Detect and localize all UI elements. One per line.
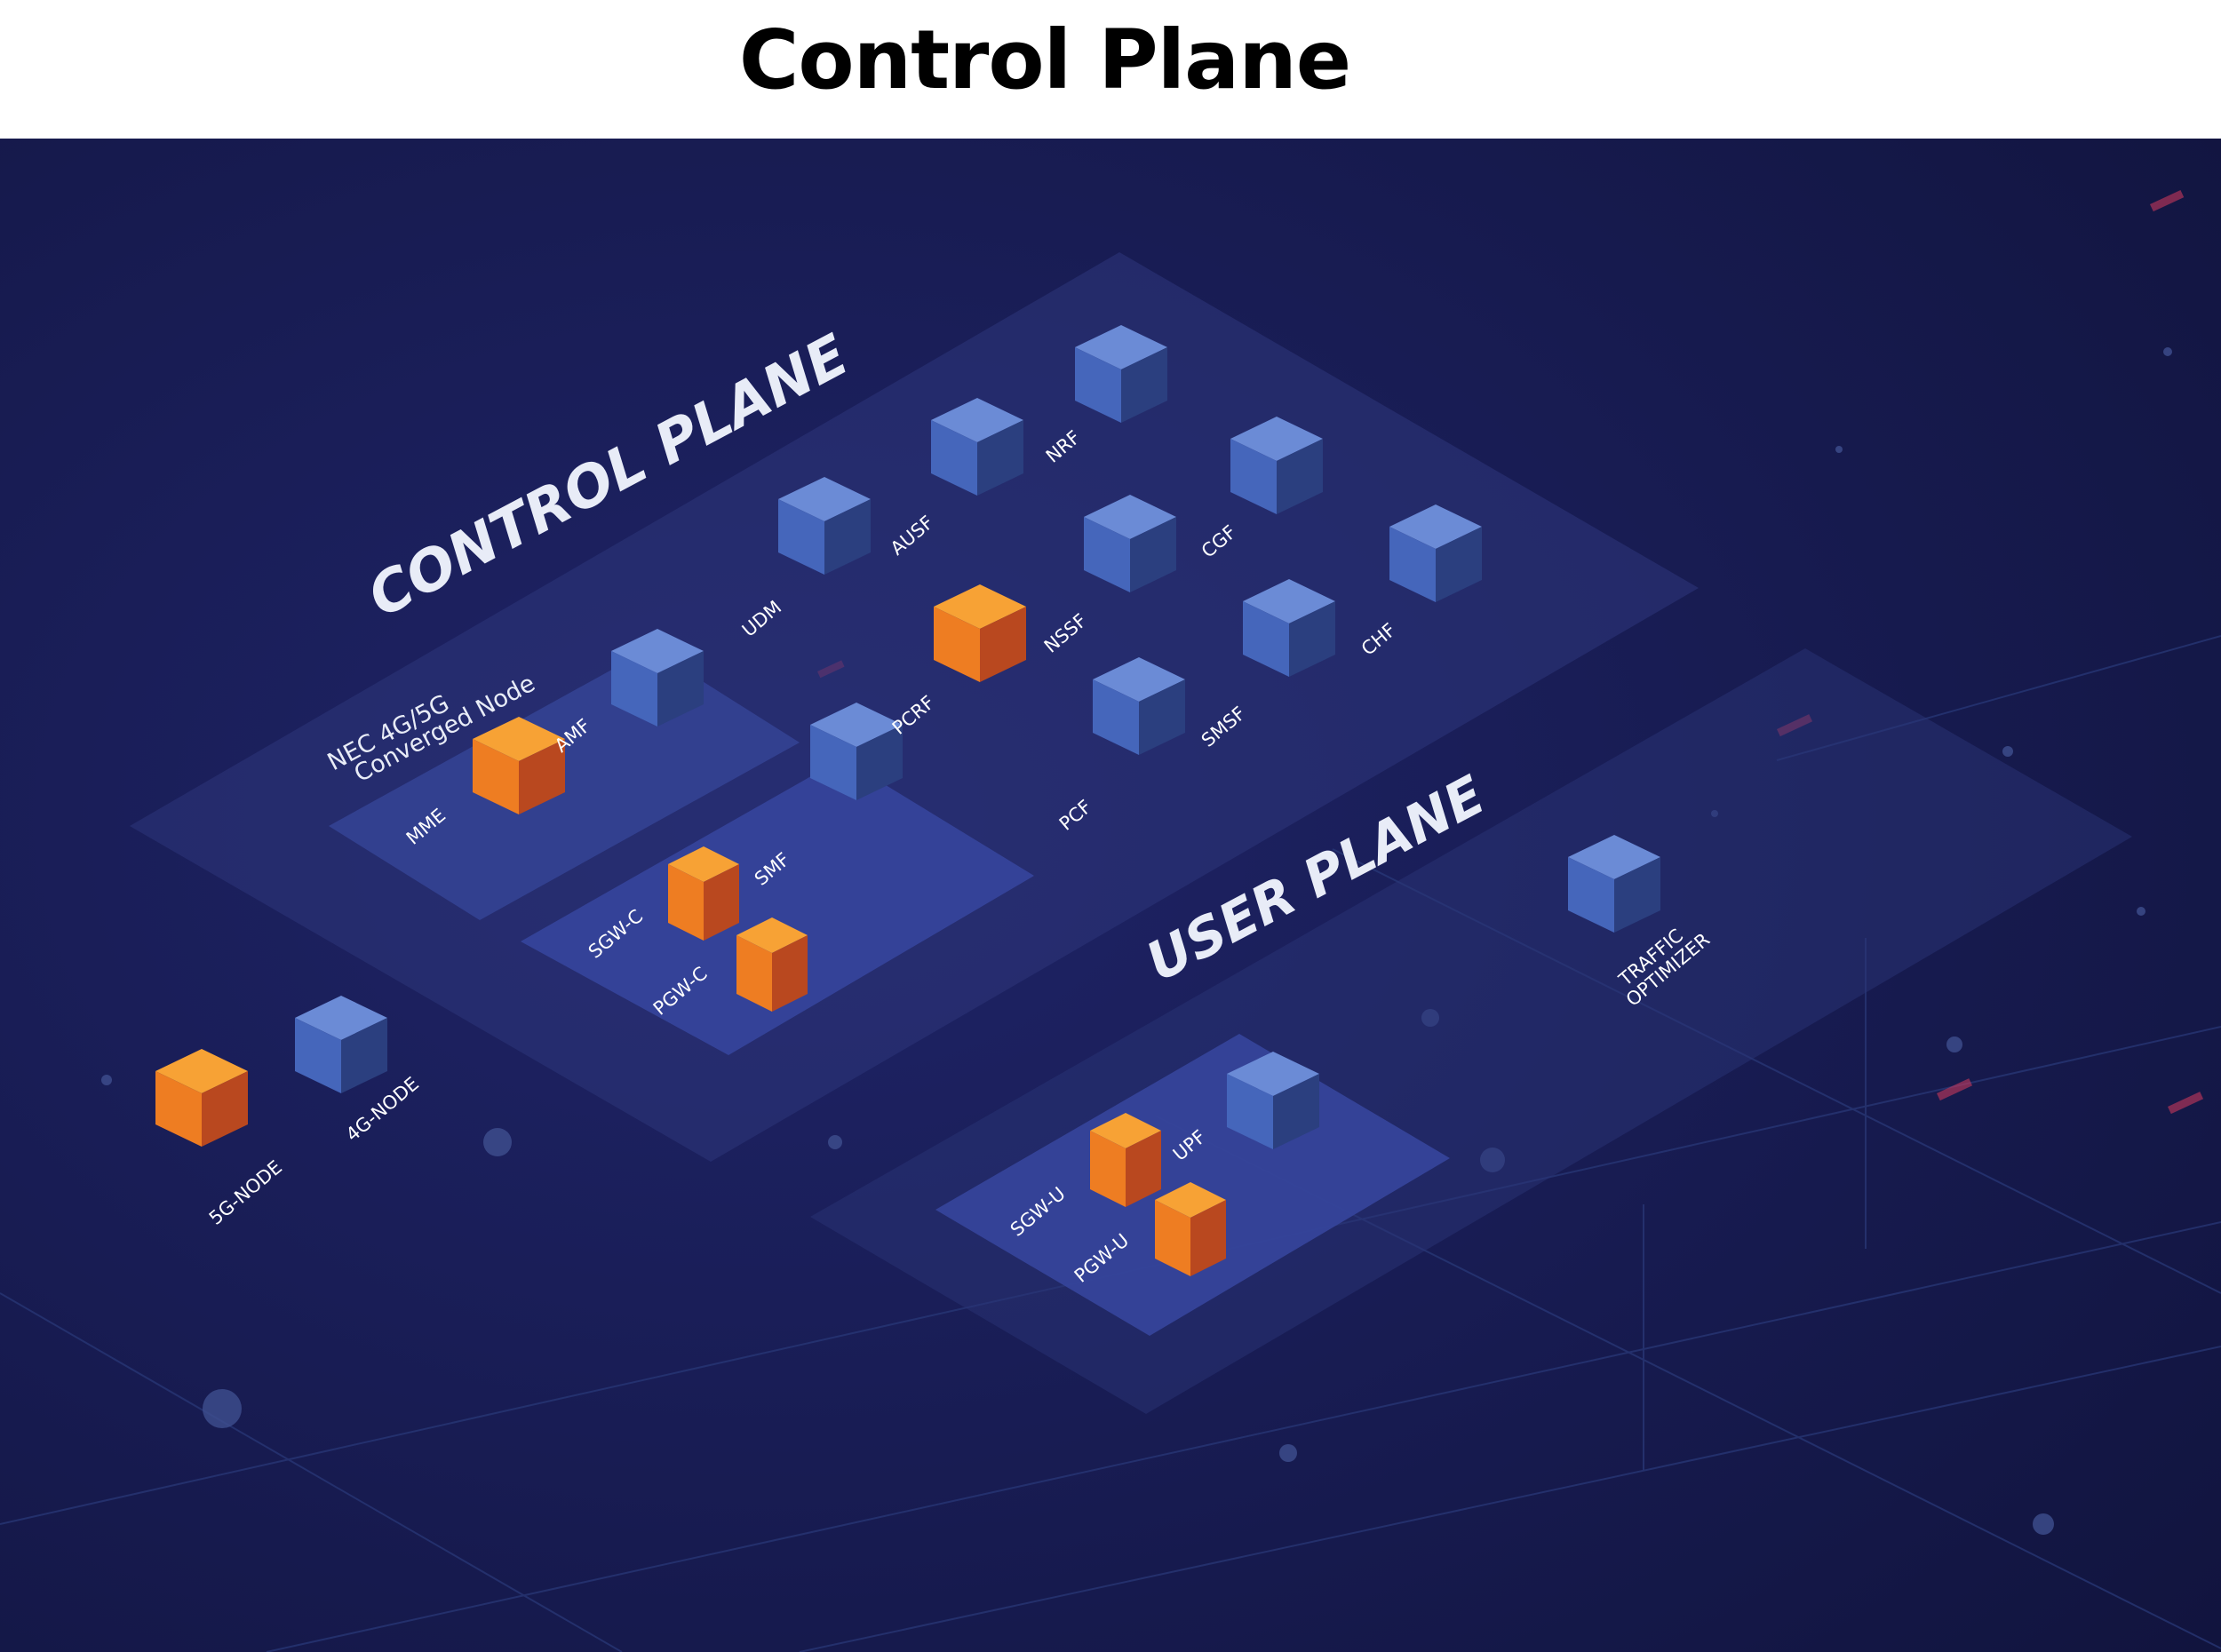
header-bar: Control Plane xyxy=(0,0,2221,139)
sgw-c-box xyxy=(668,846,739,941)
sgw-u-box xyxy=(1090,1113,1161,1207)
smf-group-platform xyxy=(521,758,1034,1055)
page-title: Control Plane xyxy=(738,12,1351,107)
pgw-c-box xyxy=(736,917,808,1012)
pgw-u-box xyxy=(1155,1182,1226,1276)
network-diagram: CONTROL PLANE USER PLANE NEC 4G/5G Conve… xyxy=(0,139,2221,1652)
